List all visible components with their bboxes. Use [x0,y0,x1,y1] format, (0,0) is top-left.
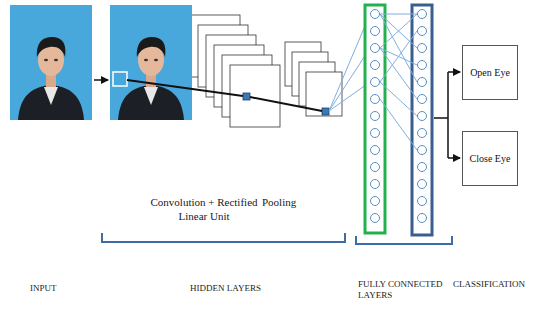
section-label: CLASSIFICATION [453,279,531,290]
fc-neurons [371,10,427,223]
class-name: Close Eye [470,153,511,165]
conv-link [127,80,243,96]
class-name: Open Eye [470,67,510,79]
section-label: FULLY CONNECTED LAYERS [358,279,450,302]
fc-layer-1 [365,5,385,233]
fc-layer-2 [412,5,432,235]
feature-cell [243,93,250,100]
feature-maps [190,15,280,127]
class-box: Open Eye [462,45,518,100]
pooled-cell [322,108,329,115]
fc-lines [380,14,417,150]
input-image [10,5,92,120]
pool-link [250,97,322,111]
hidden-bracket [102,233,345,242]
layer-label: Convolution + Rectified Linear Unit [150,196,258,224]
input-arrow [94,79,108,81]
section-label: HIDDEN LAYERS [190,283,310,294]
layer-label: Pooling [262,196,322,210]
convolved-image [110,5,192,120]
fc-bracket [356,236,452,244]
section-label: INPUT [30,283,90,294]
kernel-window [113,72,127,86]
class-box: Close Eye [462,131,518,186]
class-split-arrow [434,72,460,158]
